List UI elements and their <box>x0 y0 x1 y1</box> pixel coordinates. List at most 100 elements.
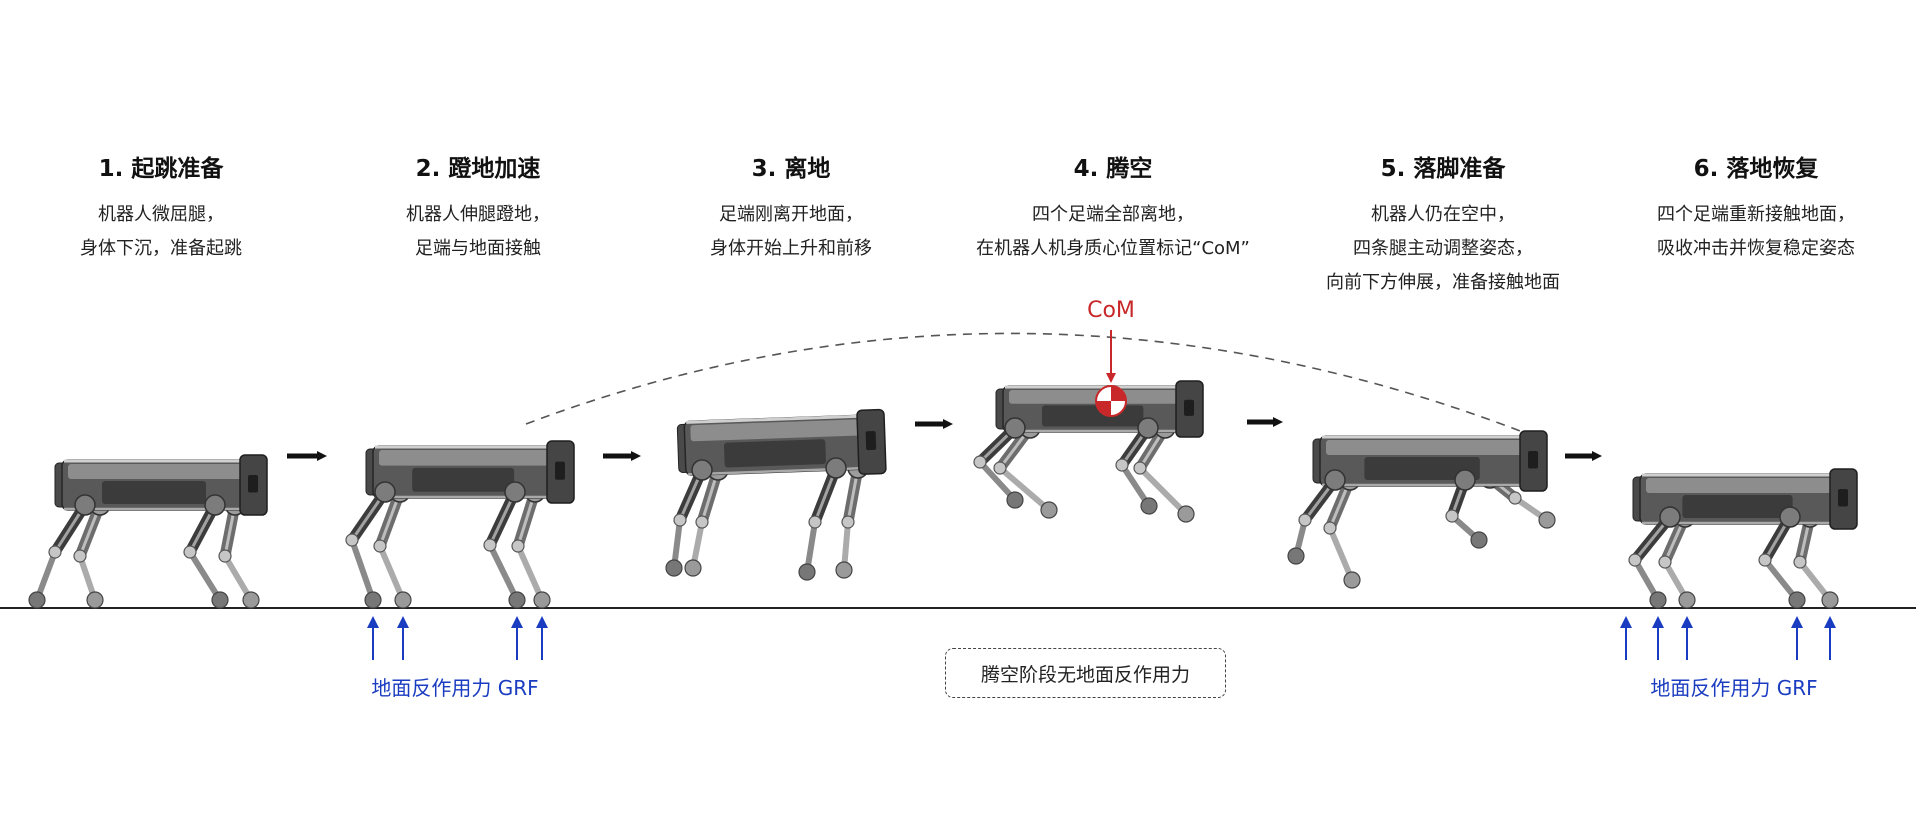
robot-knee-joint <box>808 515 822 529</box>
phase-title: 4. 腾空 <box>1073 156 1153 182</box>
robot-foot <box>1788 591 1806 609</box>
robot-leg <box>1287 469 1346 565</box>
robot-shin <box>997 465 1052 513</box>
robot-knee-joint <box>1115 458 1129 472</box>
robot-hip-joint <box>374 481 396 503</box>
grf-label-right: 地面反作用力 GRF <box>1650 676 1818 700</box>
phase-description-line: 吸收冲击并恢复稳定姿态 <box>1657 238 1855 259</box>
robot-foot <box>1470 531 1488 549</box>
robot-body <box>365 440 575 504</box>
robot-shin <box>349 537 376 603</box>
robot-foot <box>364 591 382 609</box>
robot-side-panel <box>1042 405 1144 427</box>
robot-shin <box>1327 525 1355 583</box>
robot-leg <box>28 494 96 609</box>
phase-4-caption: 4. 腾空 四个足端全部离地， 在机器人机身质心位置标记“CoM” <box>976 153 1250 266</box>
robot-sensor <box>1528 451 1538 469</box>
robot-sensor <box>248 475 258 493</box>
robot-knee-joint <box>48 545 62 559</box>
robot-leg <box>665 459 713 577</box>
robot-phase-6 <box>1628 468 1858 609</box>
robot-shin <box>187 549 223 603</box>
robot-foot <box>665 559 683 577</box>
robot-side-panel <box>1682 495 1793 518</box>
robot-hip-joint <box>1659 506 1681 528</box>
phase-description-line: 身体开始上升和前移 <box>710 238 872 259</box>
robot-frame-rail <box>687 466 879 476</box>
phase-description-line: 机器人仍在空中， <box>1371 204 1515 225</box>
robot-knee-joint <box>1658 555 1672 569</box>
robot-hip-joint <box>1454 469 1476 491</box>
robot-foot <box>242 591 260 609</box>
robot-foot <box>86 591 104 609</box>
robot-foot <box>835 561 853 579</box>
robot-hip-joint <box>691 459 713 481</box>
robot-shin <box>977 459 1018 503</box>
robot-foot <box>1006 491 1024 509</box>
robot-sensor <box>1838 489 1848 507</box>
robot-top-panel <box>68 464 256 479</box>
robot-foot <box>1538 511 1556 529</box>
robot-top-panel <box>379 450 563 466</box>
robot-knee-joint <box>973 455 987 469</box>
robot-knee-joint <box>1628 553 1642 567</box>
robot-shin <box>487 542 520 603</box>
grf-label-left: 地面反作用力 GRF <box>371 676 539 700</box>
robot-sensor <box>865 431 877 451</box>
robot-foot <box>1287 547 1305 565</box>
robot-top-panel <box>690 418 874 442</box>
robot-hip-joint <box>825 457 847 479</box>
phase-1-caption: 1. 起跳准备 机器人微屈腿， 身体下沉，准备起跳 <box>80 153 242 266</box>
robot-hip-joint <box>74 494 96 516</box>
robot-side-panel <box>102 481 206 504</box>
robot-side-panel <box>412 467 515 492</box>
robot-phase-4 <box>973 380 1204 523</box>
flight-phase-note-text: 腾空阶段无地面反作用力 <box>980 663 1190 686</box>
robot-knee-joint <box>373 539 387 553</box>
robot-knee-joint <box>73 549 87 563</box>
robot-knee-joint <box>841 515 855 529</box>
phase-description-line: 四个足端全部离地， <box>1031 204 1194 225</box>
robot-shin <box>1137 465 1189 517</box>
robot-side-panel <box>723 439 826 468</box>
robot-phase-5 <box>1287 430 1556 589</box>
robot-phase-2 <box>345 440 575 609</box>
robot-phase-3 <box>665 408 887 581</box>
robot-leg <box>1758 506 1806 609</box>
robot-hip-joint <box>1324 469 1346 491</box>
robot-foot <box>1177 505 1195 523</box>
phase-6-caption: 6. 落地恢复 四个足端重新接触地面， 吸收冲击并恢复稳定姿态 <box>1657 153 1855 266</box>
robot-knee-joint <box>511 539 525 553</box>
com-marker-quadrant <box>1096 401 1111 416</box>
phase-description-line: 向前下方伸展，准备接触地面 <box>1326 272 1560 293</box>
phase-description-line: 机器人微屈腿， <box>98 204 224 225</box>
robot-knee-joint <box>1758 553 1772 567</box>
phase-5-caption: 5. 落脚准备 机器人仍在空中， 四条腿主动调整姿态， 向前下方伸展，准备接触地… <box>1326 153 1560 300</box>
robot-foot <box>798 563 816 581</box>
robot-foot <box>211 591 229 609</box>
flight-phase-note: 腾空阶段无地面反作用力 <box>945 648 1226 698</box>
robot-knee-joint <box>695 515 709 529</box>
phase-title: 2. 蹬地加速 <box>415 156 541 182</box>
robot-hip-joint <box>1004 417 1026 439</box>
com-label: CoM <box>1087 298 1135 323</box>
phase-title: 1. 起跳准备 <box>98 156 224 182</box>
robot-sensor <box>1184 399 1194 416</box>
robot-leg <box>798 457 847 581</box>
phase-title: 6. 落地恢复 <box>1693 156 1819 182</box>
robot-foot <box>1649 591 1667 609</box>
robot-foot <box>533 591 551 609</box>
phase-description-line: 足端刚离开地面， <box>719 204 863 225</box>
robot-hip-joint <box>1779 506 1801 528</box>
robot-leg <box>1445 469 1488 549</box>
robot-foot <box>394 591 412 609</box>
com-marker-quadrant <box>1111 386 1126 401</box>
phase-description-line: 四条腿主动调整姿态， <box>1353 238 1533 259</box>
phase-title: 5. 落脚准备 <box>1380 156 1506 182</box>
robot-knee-joint <box>345 533 359 547</box>
robot-phase-1 <box>28 454 268 609</box>
robot-leg <box>483 481 526 609</box>
robot-frame-rail <box>686 414 878 424</box>
